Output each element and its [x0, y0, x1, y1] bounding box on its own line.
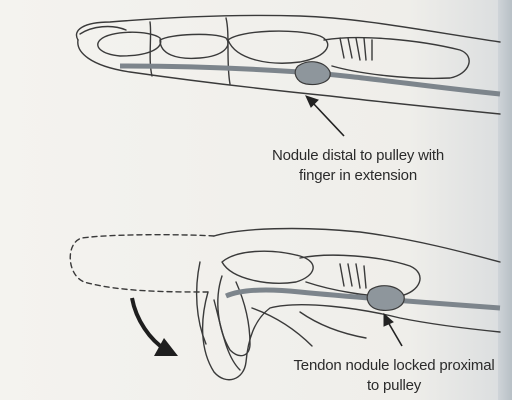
- caption-locked-line1: Tendon nodule locked proximal: [276, 356, 512, 376]
- caption-extension-line2: finger in extension: [238, 166, 478, 186]
- tendon-bottom: [226, 290, 500, 308]
- caption-extension: Nodule distal to pulley with finger in e…: [238, 146, 478, 186]
- caption-locked: Tendon nodule locked proximal to pulley: [276, 356, 512, 396]
- caption-extension-line1: Nodule distal to pulley with: [238, 146, 478, 166]
- pointer-arrow-top: [306, 96, 344, 136]
- flexion-arrow: [132, 298, 178, 356]
- pointer-arrow-bottom: [384, 314, 402, 346]
- caption-locked-line2: to pulley: [276, 376, 512, 396]
- nodule-top: [295, 62, 330, 85]
- nodule-bottom: [367, 286, 404, 311]
